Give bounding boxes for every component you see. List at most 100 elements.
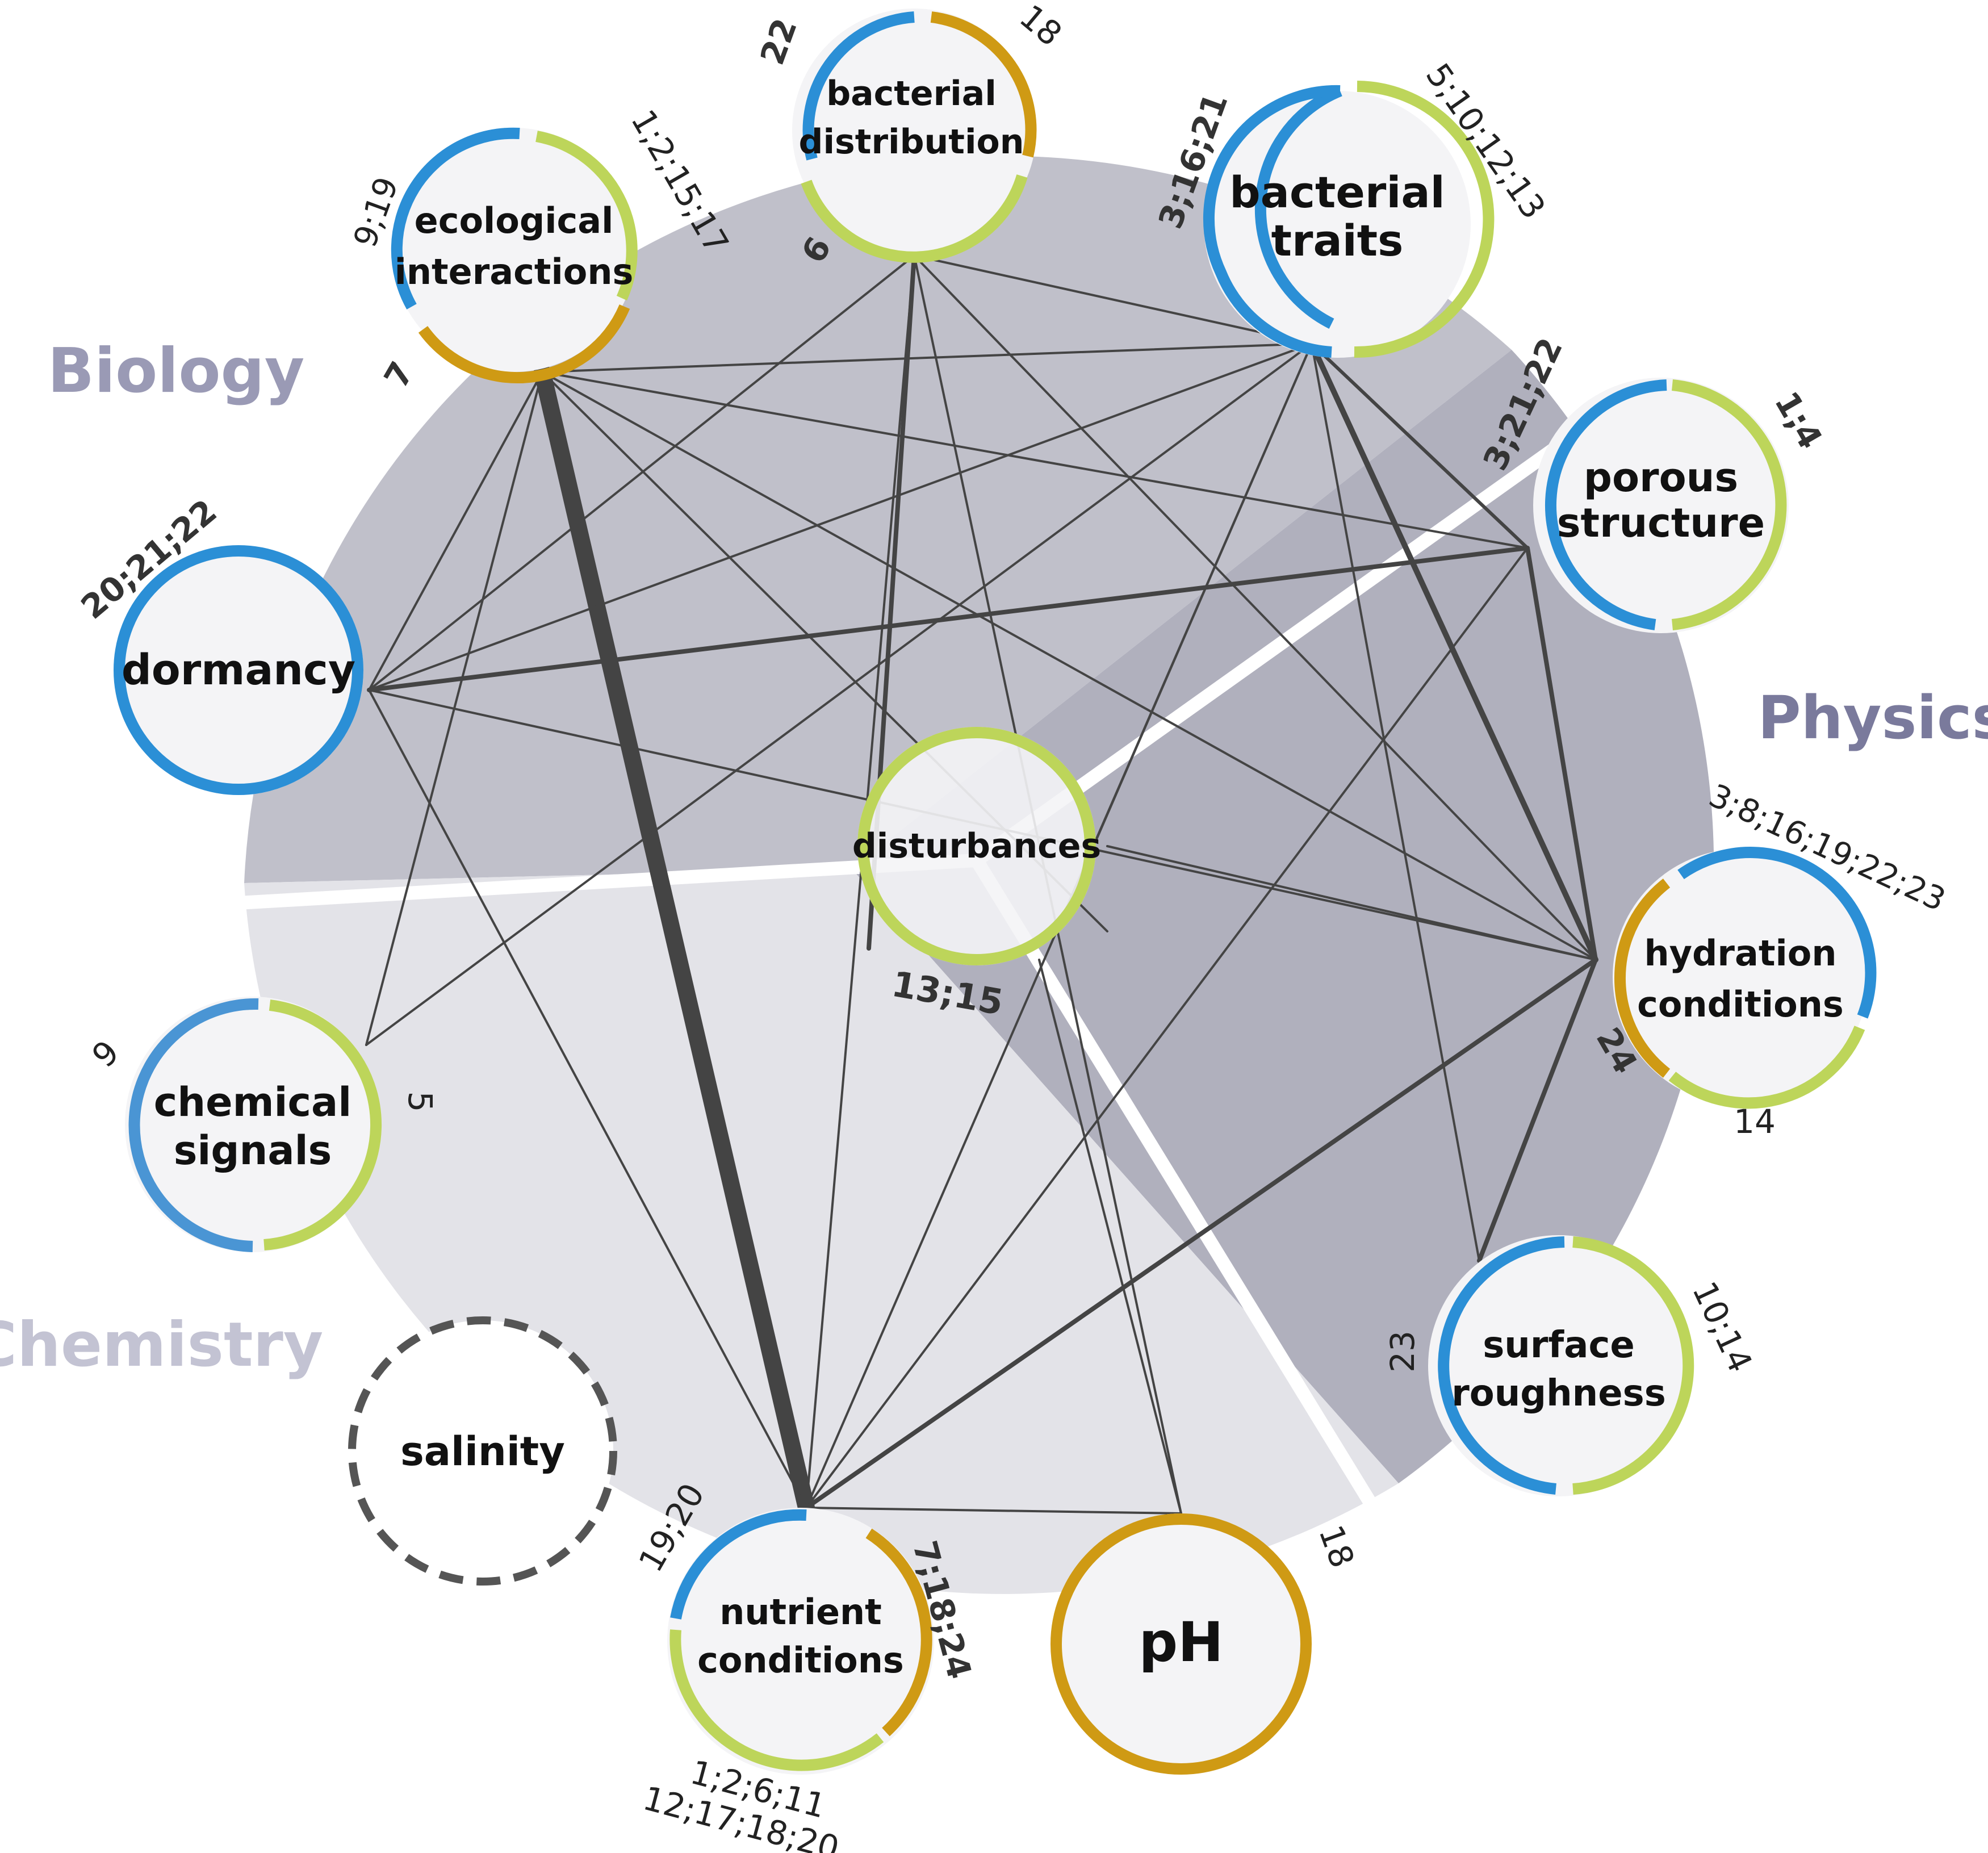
domain-label-biology: Biology xyxy=(48,336,304,407)
edge xyxy=(913,254,1597,961)
edge xyxy=(541,342,1313,373)
ring-arc-green xyxy=(669,1629,884,1771)
ring-green xyxy=(857,727,1096,965)
edge xyxy=(541,371,1529,549)
node-label: salinity xyxy=(400,1428,565,1475)
node-label: roughness xyxy=(1451,1373,1666,1415)
edge xyxy=(1311,342,1480,1262)
ref-numbers: 14 xyxy=(1734,1102,1776,1141)
edge xyxy=(1106,845,1597,961)
node-label: conditions xyxy=(1637,984,1844,1025)
separator-biology-chemistry xyxy=(238,854,977,910)
edge xyxy=(368,689,807,1509)
ring-arc-blue xyxy=(1545,379,1667,630)
ref-numbers: 18 xyxy=(1012,0,1069,53)
node-circle xyxy=(114,545,363,795)
node-circle xyxy=(392,128,636,372)
node-label: bacterial xyxy=(826,74,997,114)
node-circle xyxy=(1428,1235,1689,1496)
edge xyxy=(1055,342,1313,932)
ring-arc-blue xyxy=(802,11,915,161)
edge xyxy=(805,547,1529,1509)
edge xyxy=(1525,546,1598,962)
ring-arc-blue-2 xyxy=(1203,85,1341,358)
ring-arc-blue xyxy=(1254,85,1342,329)
edge xyxy=(804,957,1598,1510)
separator-physics-chemistry xyxy=(970,856,1392,1532)
edge xyxy=(534,363,815,1516)
ring-arc-green xyxy=(1672,379,1787,630)
node-chemical-signals[interactable]: chemical signals 9 5 xyxy=(85,997,440,1252)
edge xyxy=(365,342,1313,1046)
domain-label-physics: Physics xyxy=(1757,683,1988,752)
edge xyxy=(805,1507,1182,1515)
ring-arc-orange xyxy=(930,11,1037,158)
ref-numbers: 1;4 xyxy=(1767,385,1830,455)
node-ph[interactable]: pH 18 xyxy=(1050,1513,1362,1775)
ref-numbers: 18 xyxy=(1311,1520,1362,1573)
node-circle xyxy=(1050,1513,1312,1775)
ring-arc-orange xyxy=(865,1528,932,1737)
node-label: porous xyxy=(1584,454,1738,501)
node-label: ecological xyxy=(415,200,614,241)
ring-arc-orange xyxy=(418,304,630,383)
ring-arc-blue xyxy=(1677,847,1877,1019)
edge xyxy=(367,546,1530,692)
domain-label-chemistry: Chemistry xyxy=(0,1310,323,1381)
node-circle xyxy=(125,997,380,1252)
node-dormancy[interactable]: dormancy 20;21;22 xyxy=(74,492,363,795)
node-label: pH xyxy=(1139,1611,1223,1674)
ring-arc-green xyxy=(535,131,638,301)
ref-numbers: 23 xyxy=(1383,1331,1422,1373)
ring-arc-green xyxy=(1668,1026,1865,1109)
edge xyxy=(805,254,915,1509)
ref-numbers: 10;14 xyxy=(1685,1275,1760,1378)
node-label: distribution xyxy=(799,122,1024,162)
node-circle xyxy=(348,1316,617,1586)
node-label: bacterial xyxy=(1229,167,1445,217)
node-circle xyxy=(857,727,1096,965)
edge xyxy=(1477,957,1598,1263)
node-label: nutrient xyxy=(719,1591,882,1633)
node-ecological-interactions[interactable]: ecological interactions 9;19 1;2;15;17 7 xyxy=(347,103,736,395)
edge xyxy=(368,254,915,691)
node-label: structure xyxy=(1557,500,1765,546)
node-label: surface xyxy=(1483,1324,1635,1366)
ring-arc-blue xyxy=(670,1509,807,1620)
node-salinity[interactable]: salinity xyxy=(348,1316,617,1586)
edge xyxy=(1310,342,1529,550)
ring-arc-green xyxy=(1354,81,1495,358)
edge xyxy=(1309,341,1598,963)
ring-arc-blue xyxy=(391,127,520,309)
ref-numbers: 7 xyxy=(376,355,421,395)
node-label: conditions xyxy=(697,1639,904,1681)
node-label: signals xyxy=(174,1127,332,1174)
ring-arc-blue xyxy=(1438,1236,1565,1495)
node-label: dormancy xyxy=(122,646,355,695)
node-circle xyxy=(792,9,1036,253)
ring-blue xyxy=(114,545,363,795)
edge xyxy=(541,371,1597,961)
ring-arc-orange xyxy=(1614,879,1671,1078)
ref-numbers: 9 xyxy=(85,1033,127,1075)
ring-arc-green xyxy=(263,999,382,1250)
edge xyxy=(368,342,1313,691)
node-label: chemical xyxy=(154,1079,351,1126)
ring-arc-green xyxy=(801,174,1028,263)
ring-arc-blue xyxy=(128,998,259,1252)
ring-arc-green xyxy=(1572,1236,1694,1495)
node-label: interactions xyxy=(395,251,634,292)
node-surface-roughness[interactable]: surface roughness 23 10;14 xyxy=(1383,1235,1760,1496)
node-label: traits xyxy=(1271,215,1404,266)
ref-numbers: 22 xyxy=(752,14,805,70)
ring-orange xyxy=(1050,1513,1312,1775)
ref-numbers: 5 xyxy=(401,1091,440,1112)
node-label: disturbances xyxy=(852,826,1101,866)
node-circle xyxy=(1533,378,1789,633)
edge xyxy=(1038,959,1182,1515)
node-circle xyxy=(1613,849,1868,1105)
edge xyxy=(913,254,1313,345)
edge xyxy=(368,371,543,691)
node-label: hydration xyxy=(1644,932,1837,974)
